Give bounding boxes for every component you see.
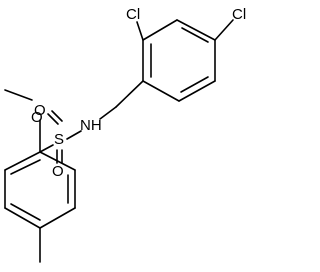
chemical-structure-diagram: Cl Cl O S O O NH xyxy=(4,6,246,263)
sulfur-label: S xyxy=(54,131,64,148)
methoxy-oxygen-label: O xyxy=(34,102,46,119)
sulfonyl-oxygen-label-left: O xyxy=(31,109,43,126)
bond-c2-cl xyxy=(136,21,144,41)
chlorine-label-top: Cl xyxy=(126,6,140,23)
bond-n-s xyxy=(66,130,82,140)
bond-c4-cl xyxy=(214,19,234,41)
bond-ch2-n xyxy=(99,106,117,120)
bond-s-ring xyxy=(39,144,54,153)
methoxy-methylphenyl-ring xyxy=(4,151,76,229)
dichlorophenyl-ring xyxy=(142,19,216,102)
sulfonyl-oxygen-label-bottom: O xyxy=(52,163,64,180)
nitrogen-label: NH xyxy=(80,117,102,134)
chlorine-label-right: Cl xyxy=(232,6,246,23)
bond-o-ch3 xyxy=(4,89,33,101)
bond-ring-ch2 xyxy=(115,80,144,108)
